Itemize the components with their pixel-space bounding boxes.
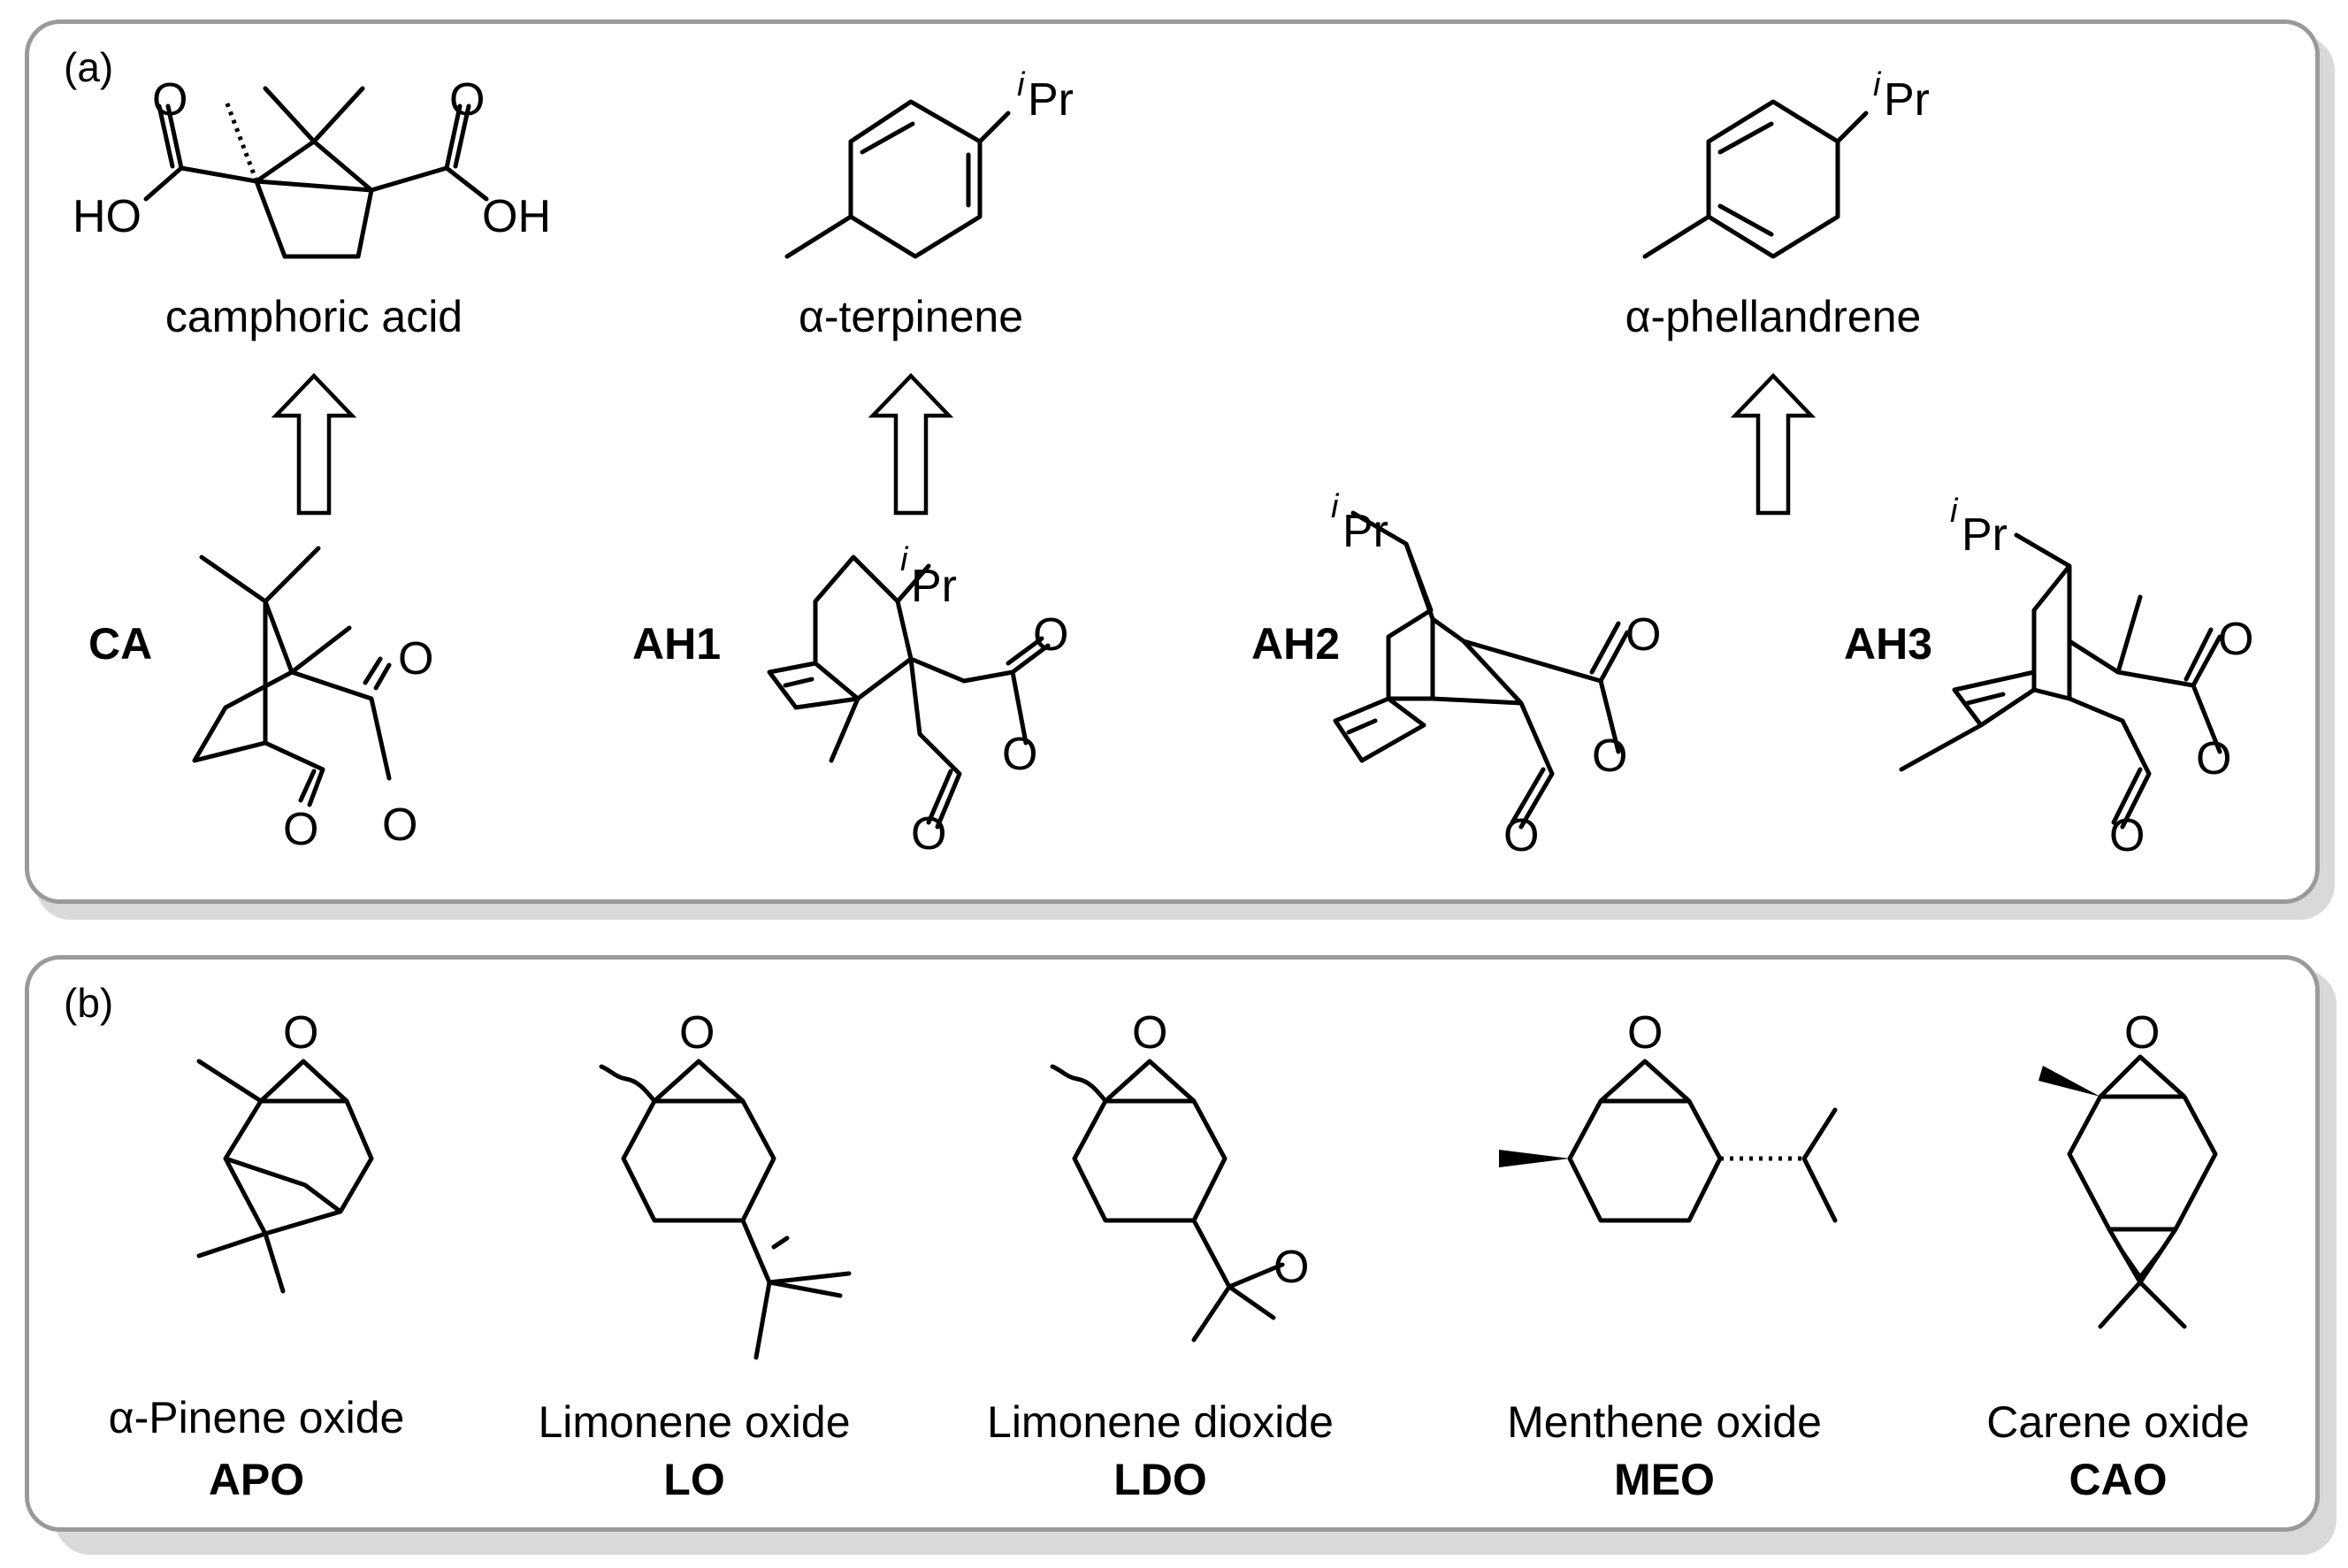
retro-arrow-phellandrene xyxy=(1730,372,1816,516)
code-AH3: AH3 xyxy=(1844,619,1932,669)
epoxide-name-CAO: Carene oxide xyxy=(1986,1397,2249,1447)
panel-b-tag: (b) xyxy=(64,980,113,1026)
epoxide-code-CAO: CAO xyxy=(2069,1455,2167,1504)
AH1-structure xyxy=(767,555,1051,830)
AH2-ipr-superscript: i xyxy=(1331,488,1340,525)
epoxide-code-LDO: LDO xyxy=(1113,1455,1207,1504)
epoxide-name-MEO: Menthene oxide xyxy=(1507,1397,1822,1447)
AH2-O-carbonyl-1: O xyxy=(1625,609,1661,661)
APO-O: O xyxy=(283,1007,318,1059)
camphoric-acid-O1: O xyxy=(152,74,187,126)
epoxide-name-LDO: Limonene dioxide xyxy=(987,1397,1334,1447)
LDO-O-epoxide: O xyxy=(1273,1242,1309,1293)
APO-structure xyxy=(196,1059,374,1294)
AH1-ipr-label: Pr xyxy=(911,561,957,612)
AH2-O-carbonyl-2: O xyxy=(1503,810,1539,861)
panel-a xyxy=(25,19,2320,904)
camphoric-acid-OH: OH xyxy=(482,191,551,242)
camphoric-acid-structure xyxy=(143,86,489,259)
retro-arrow-camphoric xyxy=(271,372,357,516)
camphoric-acid-O2: O xyxy=(449,74,485,126)
LO-structure xyxy=(599,1059,852,1360)
CAO-O: O xyxy=(2124,1007,2160,1059)
AH3-structure xyxy=(1899,532,2222,830)
product-name-camphoric-acid: camphoric acid xyxy=(165,292,463,341)
AH1-O-carbonyl-1: O xyxy=(1033,609,1068,661)
panel-b xyxy=(25,955,2320,1532)
CA-O-carbonyl-2: O xyxy=(283,804,318,855)
CAO-structure xyxy=(2038,1054,2218,1329)
CA-O-ring: O xyxy=(382,799,417,851)
LDO-structure xyxy=(1050,1059,1285,1342)
epoxide-code-MEO: MEO xyxy=(1614,1455,1715,1504)
epoxide-name-APO: α-Pinene oxide xyxy=(109,1393,405,1442)
AH3-O-ring: O xyxy=(2196,733,2231,784)
MEO-structure xyxy=(1499,1059,1838,1223)
epoxide-code-LO: LO xyxy=(663,1455,724,1504)
AH1-ipr-superscript: i xyxy=(900,541,909,578)
terpinene-ipr-label: Pr xyxy=(1028,74,1074,126)
epoxide-name-LO: Limonene oxide xyxy=(538,1397,850,1447)
AH1-O-carbonyl-2: O xyxy=(911,808,946,860)
AH3-ipr-superscript: i xyxy=(1950,493,1959,530)
MEO-O: O xyxy=(1627,1007,1663,1059)
AH2-structure xyxy=(1333,510,1630,830)
epoxide-code-APO: APO xyxy=(209,1455,304,1504)
code-CA: CA xyxy=(88,619,152,669)
phellandrene-ipr-label: Pr xyxy=(1884,74,1930,126)
CA-O-carbonyl-1: O xyxy=(398,633,433,685)
AH1-O-ring: O xyxy=(1002,729,1037,780)
CA-structure xyxy=(192,546,392,807)
camphoric-acid-HO: HO xyxy=(73,191,141,242)
terpinene-ipr-superscript: i xyxy=(1017,66,1026,103)
LDO-O-ring: O xyxy=(1132,1007,1167,1059)
product-name-alpha-phellandrene: α-phellandrene xyxy=(1625,292,1922,341)
alpha-phellandrene-structure xyxy=(1642,99,1869,259)
product-name-alpha-terpinene: α-terpinene xyxy=(799,292,1023,341)
AH3-O-carbonyl-1: O xyxy=(2218,614,2253,665)
LO-O: O xyxy=(679,1007,715,1059)
AH2-ipr-label: Pr xyxy=(1342,506,1388,557)
AH2-O-ring: O xyxy=(1592,730,1627,782)
AH3-O-carbonyl-2: O xyxy=(2109,810,2145,861)
alpha-terpinene-structure xyxy=(784,99,1011,259)
panel-a-tag: (a) xyxy=(64,44,113,90)
retro-arrow-terpinene xyxy=(868,372,954,516)
code-AH1: AH1 xyxy=(632,619,721,669)
phellandrene-ipr-superscript: i xyxy=(1873,66,1882,103)
code-AH2: AH2 xyxy=(1251,619,1340,669)
AH3-ipr-label: Pr xyxy=(1962,509,2008,561)
